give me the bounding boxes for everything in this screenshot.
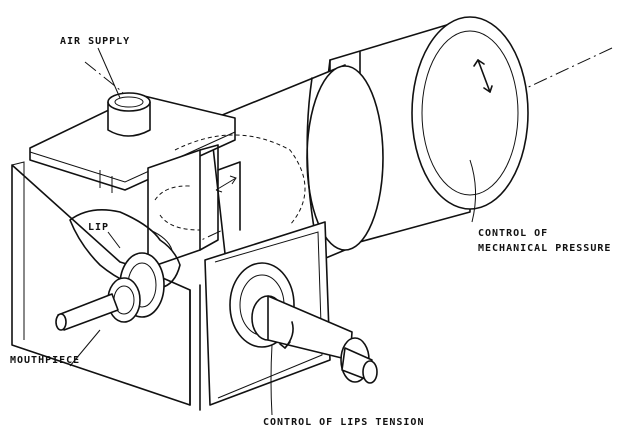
leader-air-supply <box>97 47 121 99</box>
control-lips-tension-label: CONTROL OF LIPS TENSION <box>263 417 424 428</box>
rotation-arrow-shaft <box>279 321 294 349</box>
internal-chamber <box>147 134 306 269</box>
lip-label: LIP <box>88 222 109 233</box>
leader-lips-tension <box>270 344 273 416</box>
front-left-block <box>11 161 201 411</box>
rotation-arrow-cylinder <box>473 59 493 93</box>
leader-mouthpiece <box>69 329 101 367</box>
control-pressure-label-line1: CONTROL OF <box>478 228 548 239</box>
leader-lip <box>107 231 121 249</box>
mouthpiece-assembly <box>55 252 165 331</box>
mouthpiece-label: MOUTHPIECE <box>10 355 80 366</box>
lip-region <box>69 209 181 289</box>
control-pressure-label-line2: MECHANICAL PRESSURE <box>478 243 611 254</box>
air-supply-tube <box>107 92 151 137</box>
leader-pressure <box>469 159 476 223</box>
air-supply-label: AIR SUPPLY <box>60 36 130 47</box>
